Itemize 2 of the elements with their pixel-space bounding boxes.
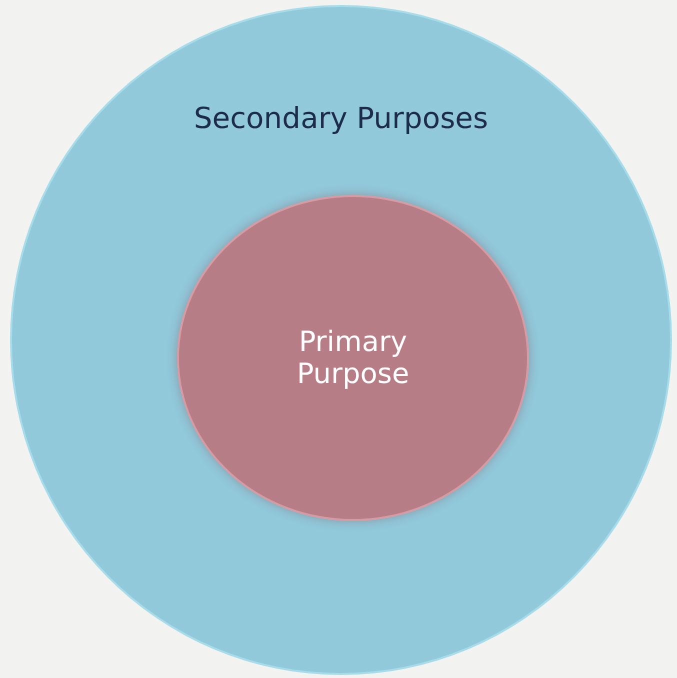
circle-label: Secondary Purposes xyxy=(194,102,488,136)
circle-label: Primary Purpose xyxy=(296,326,410,390)
